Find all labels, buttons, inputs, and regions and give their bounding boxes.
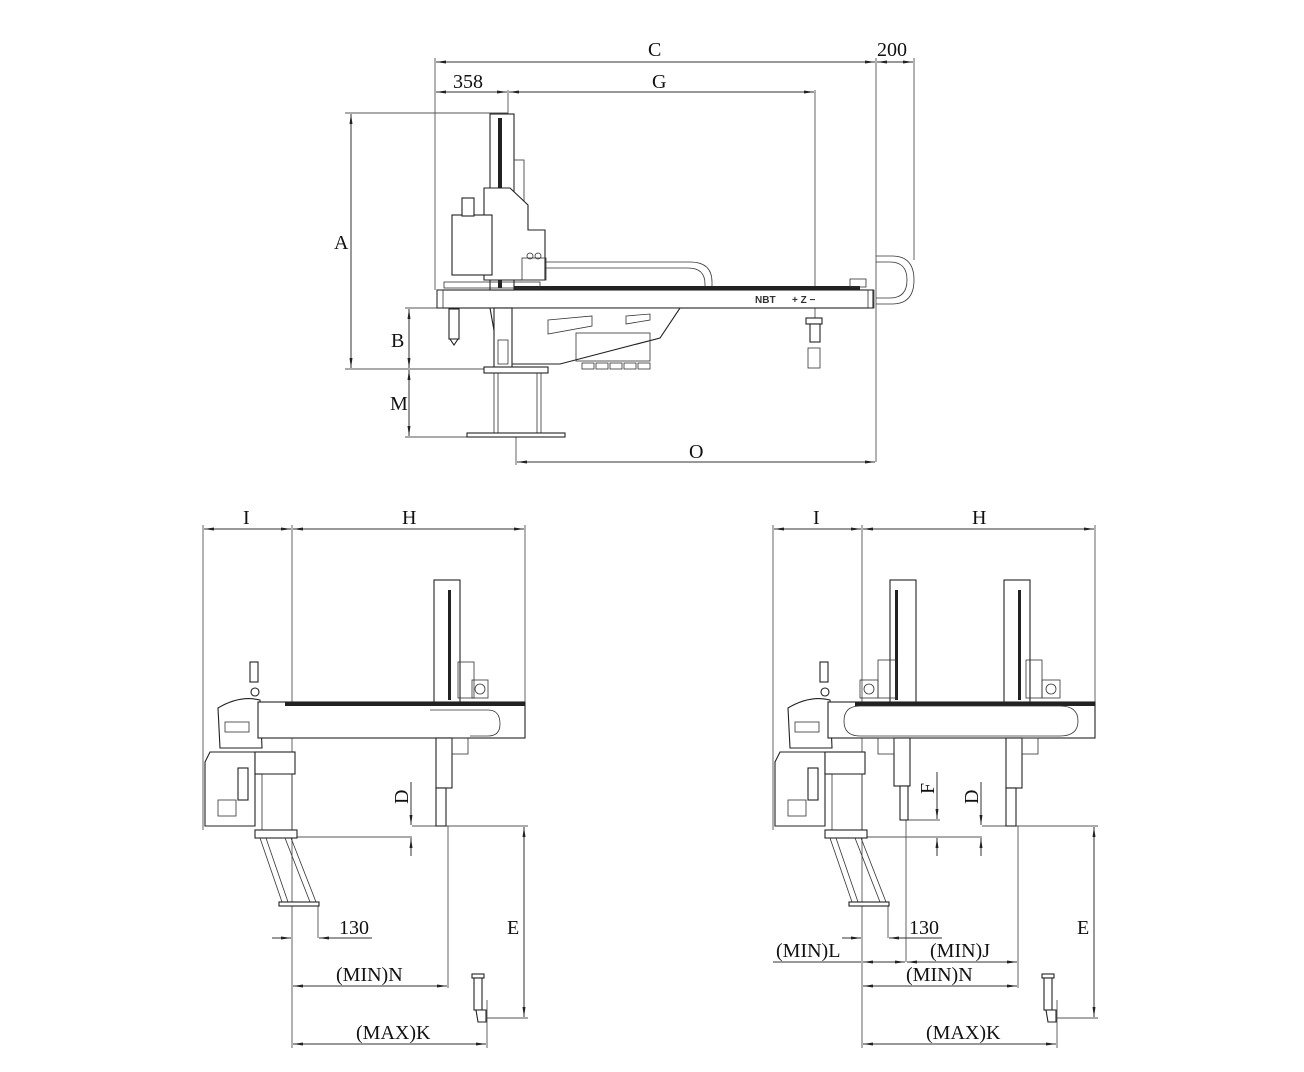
dim-label-min-j: (MIN)J xyxy=(930,940,990,962)
dim-label-o: O xyxy=(689,441,703,463)
side-view-double-arm: I H F D E 130 (MIN)L (MIN)J (MIN)N (MAX)… xyxy=(772,507,1098,1048)
dim-label-130: 130 xyxy=(339,917,369,939)
dim-label-d: D xyxy=(391,790,413,804)
dim-label-h-2: H xyxy=(972,507,986,529)
dim-label-h: H xyxy=(402,507,416,529)
dim-label-200: 200 xyxy=(877,39,907,61)
dim-label-b: B xyxy=(391,330,404,352)
dim-label-m: M xyxy=(390,393,408,415)
dim-label-f: F xyxy=(917,783,939,794)
dim-label-358: 358 xyxy=(453,71,483,93)
side-view-single-arm: I H D E 130 (MIN)N (MAX)K xyxy=(202,507,528,1048)
dim-label-e-2: E xyxy=(1077,917,1089,939)
dim-label-c: C xyxy=(648,39,661,61)
beam-axis-marking: + Z − xyxy=(792,295,816,306)
dim-label-a: A xyxy=(334,232,349,254)
dim-label-min-l: (MIN)L xyxy=(776,940,840,962)
dim-label-min-n: (MIN)N xyxy=(336,964,403,986)
top-view: C 200 358 G A B M O NBT + Z − xyxy=(334,39,915,465)
dim-label-max-k-2: (MAX)K xyxy=(926,1022,1001,1044)
dim-label-g: G xyxy=(652,71,666,93)
dim-label-d-2: D xyxy=(961,790,983,804)
dim-label-e: E xyxy=(507,917,519,939)
beam-brand-marking: NBT xyxy=(755,295,776,306)
dim-label-i: I xyxy=(243,507,250,529)
dim-label-max-k: (MAX)K xyxy=(356,1022,431,1044)
dim-label-i-2: I xyxy=(813,507,820,529)
dim-label-130-2: 130 xyxy=(909,917,939,939)
dim-label-min-n-2: (MIN)N xyxy=(906,964,973,986)
